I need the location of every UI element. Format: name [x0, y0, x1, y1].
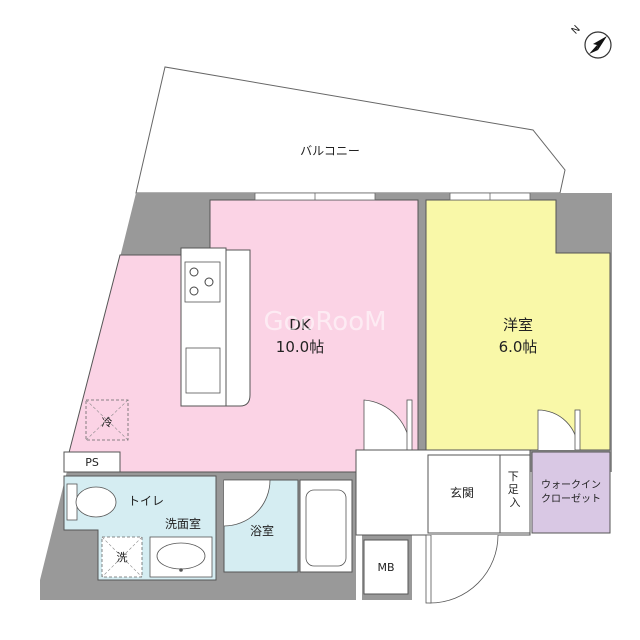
entrance-label: 玄関 [450, 485, 474, 500]
dk-door-leaf [406, 399, 413, 451]
kitchen-sink [185, 347, 221, 394]
compass-arrow-tail-icon [589, 45, 598, 54]
western-room-label: 洋室 [503, 316, 533, 334]
drain-icon [179, 568, 183, 572]
balcony-label: バルコニー [300, 144, 360, 158]
fridge-space [85, 399, 129, 441]
western-room-size: 6.0帖 [499, 338, 538, 356]
shoe-storage [499, 454, 531, 534]
watermark: GooRooM [263, 307, 386, 337]
washer-label: 洗 [117, 551, 128, 564]
toilet-bowl [75, 486, 117, 518]
shoe-storage-label: 下 足 入 [508, 470, 523, 509]
dk-label: DK [289, 316, 312, 334]
bathroom-label: 浴室 [250, 523, 274, 538]
shoe-storage-char: 下 [508, 470, 519, 483]
bathroom-door-swing [223, 479, 271, 527]
stove-burners [184, 261, 221, 303]
dk-size: 10.0帖 [276, 338, 324, 356]
washer-cross [101, 536, 143, 578]
front-door-leaf [425, 534, 432, 604]
walk-in-closet [531, 451, 611, 534]
bathtub-inner [305, 489, 347, 567]
ps-box [63, 451, 121, 473]
mb-box [363, 539, 409, 595]
shoe-storage-char: 入 [510, 496, 521, 509]
entrance-area [427, 454, 501, 534]
burner-icon [189, 286, 199, 296]
walk-in-closet-label-2: クローゼット [541, 493, 601, 505]
compass-label: N [570, 24, 583, 37]
front-door-swing [429, 534, 499, 604]
mb-label: MB [377, 561, 394, 574]
vanity-basin [156, 542, 206, 570]
compass [584, 31, 612, 59]
kitchen-counter-curve [225, 249, 251, 407]
toilet-label: トイレ [128, 494, 164, 508]
compass-arrow-icon [593, 36, 607, 50]
walk-in-closet-label-1: ウォークイン [541, 479, 601, 491]
balcony-outline [135, 66, 566, 194]
burner-icon [204, 277, 214, 287]
fridge-label: 冷 [102, 416, 113, 429]
burner-icon [189, 267, 199, 277]
ps-label: PS [85, 456, 99, 469]
washer-cross [101, 536, 143, 578]
western-door-leaf [574, 409, 581, 451]
washroom-label: 洗面室 [165, 516, 201, 531]
toilet-bowl-tank [66, 483, 78, 521]
shoe-storage-char: 足 [508, 483, 519, 496]
